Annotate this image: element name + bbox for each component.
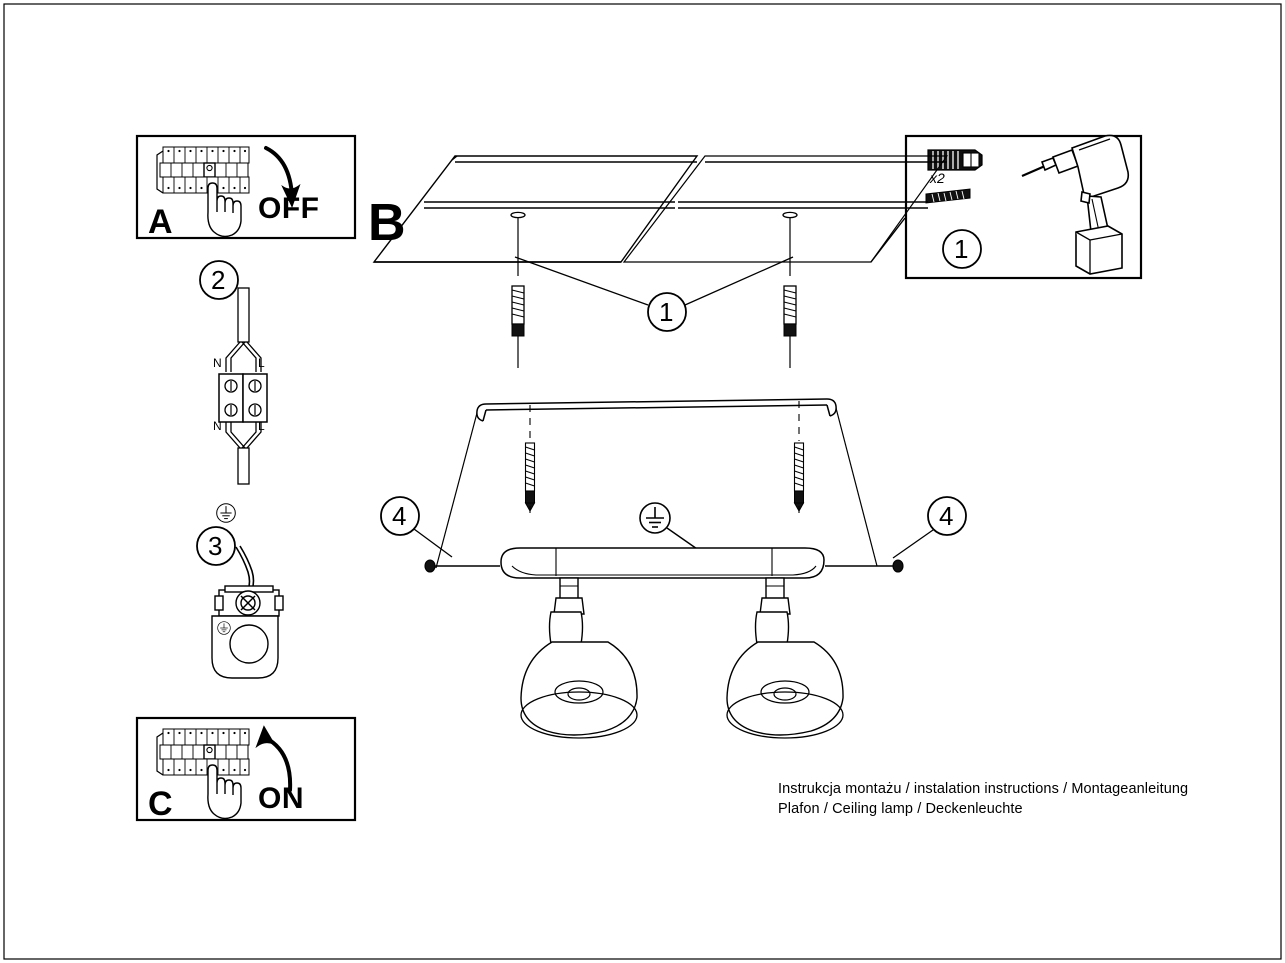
- cable-upper: [237, 287, 250, 343]
- lamp-base-bar: [500, 547, 825, 579]
- step-2-number: 2: [211, 265, 226, 295]
- footer-line-2: Plafon / Ceiling lamp / Deckenleuchte: [778, 801, 1023, 817]
- panel-c: [135, 716, 357, 822]
- terminal-label-top-right: L: [258, 356, 265, 370]
- bracket-screws: [524, 401, 805, 513]
- spot-head-right: [726, 577, 844, 739]
- parts-callout-number: 1: [954, 234, 969, 264]
- callout-circle-1: [647, 292, 687, 332]
- terminal-label-bottom-right: L: [258, 419, 265, 433]
- spot-head-left: [520, 577, 638, 739]
- drill-hole-right: [782, 211, 798, 276]
- panel-c-letter: C: [148, 785, 173, 823]
- panel-c-action-label: ON: [258, 782, 304, 815]
- assembly-guide-lines: [435, 407, 878, 569]
- arrow-on-icon: [255, 725, 293, 792]
- mounting-screw-icon: [925, 188, 971, 204]
- terminal-label-bottom-left: N: [213, 419, 222, 433]
- anchor-left: [511, 285, 525, 368]
- parts-quantity-label: x2: [930, 170, 945, 186]
- step-2-circle: [199, 260, 239, 300]
- callout-circle-parts: [942, 229, 982, 269]
- mounting-bracket: [476, 398, 837, 422]
- callout-4-left-number: 4: [392, 501, 407, 531]
- earth-mark-small: [217, 621, 231, 635]
- panel-a: [135, 134, 357, 240]
- drill-hole-left: [510, 211, 526, 276]
- step-2-terminal-block: [199, 260, 268, 485]
- power-drill-icon: [1021, 134, 1130, 275]
- sheet-border: [3, 3, 1282, 960]
- step-3-circle: [196, 526, 236, 566]
- arrow-off-icon: [264, 146, 301, 208]
- callout-4-left: [380, 496, 453, 558]
- terminal-screws: [224, 379, 262, 417]
- panel-a-letter: A: [148, 203, 173, 241]
- circuit-breaker-icon-c: [156, 728, 250, 776]
- set-screw-right: [825, 559, 904, 573]
- pointing-hand-icon-c: [207, 764, 242, 820]
- anchor-right: [783, 285, 797, 368]
- pointing-hand-icon: [207, 182, 242, 238]
- step-3-number: 3: [208, 531, 223, 561]
- cable-lower: [237, 447, 250, 485]
- earth-terminal-bracket: [214, 585, 284, 617]
- callout-4-right-number: 4: [939, 501, 954, 531]
- callout-1-number: 1: [659, 297, 674, 327]
- panel-a-action-label: OFF: [258, 192, 320, 225]
- wall-plug-icon: [927, 149, 983, 171]
- panel-b-main: [372, 155, 967, 739]
- panel-b-letter: B: [368, 194, 406, 252]
- footer-line-1: Instrukcja montażu / instalation instruc…: [778, 781, 1189, 797]
- terminal-label-top-left: N: [213, 356, 222, 370]
- callout-4-right: [892, 496, 967, 559]
- circuit-breaker-icon: [156, 146, 250, 194]
- panel-parts: [904, 134, 1143, 280]
- set-screw-left: [424, 559, 500, 573]
- step-3-earth: [196, 503, 284, 679]
- ceiling-perspective: [372, 155, 949, 263]
- callout-1-leaders: [514, 256, 794, 306]
